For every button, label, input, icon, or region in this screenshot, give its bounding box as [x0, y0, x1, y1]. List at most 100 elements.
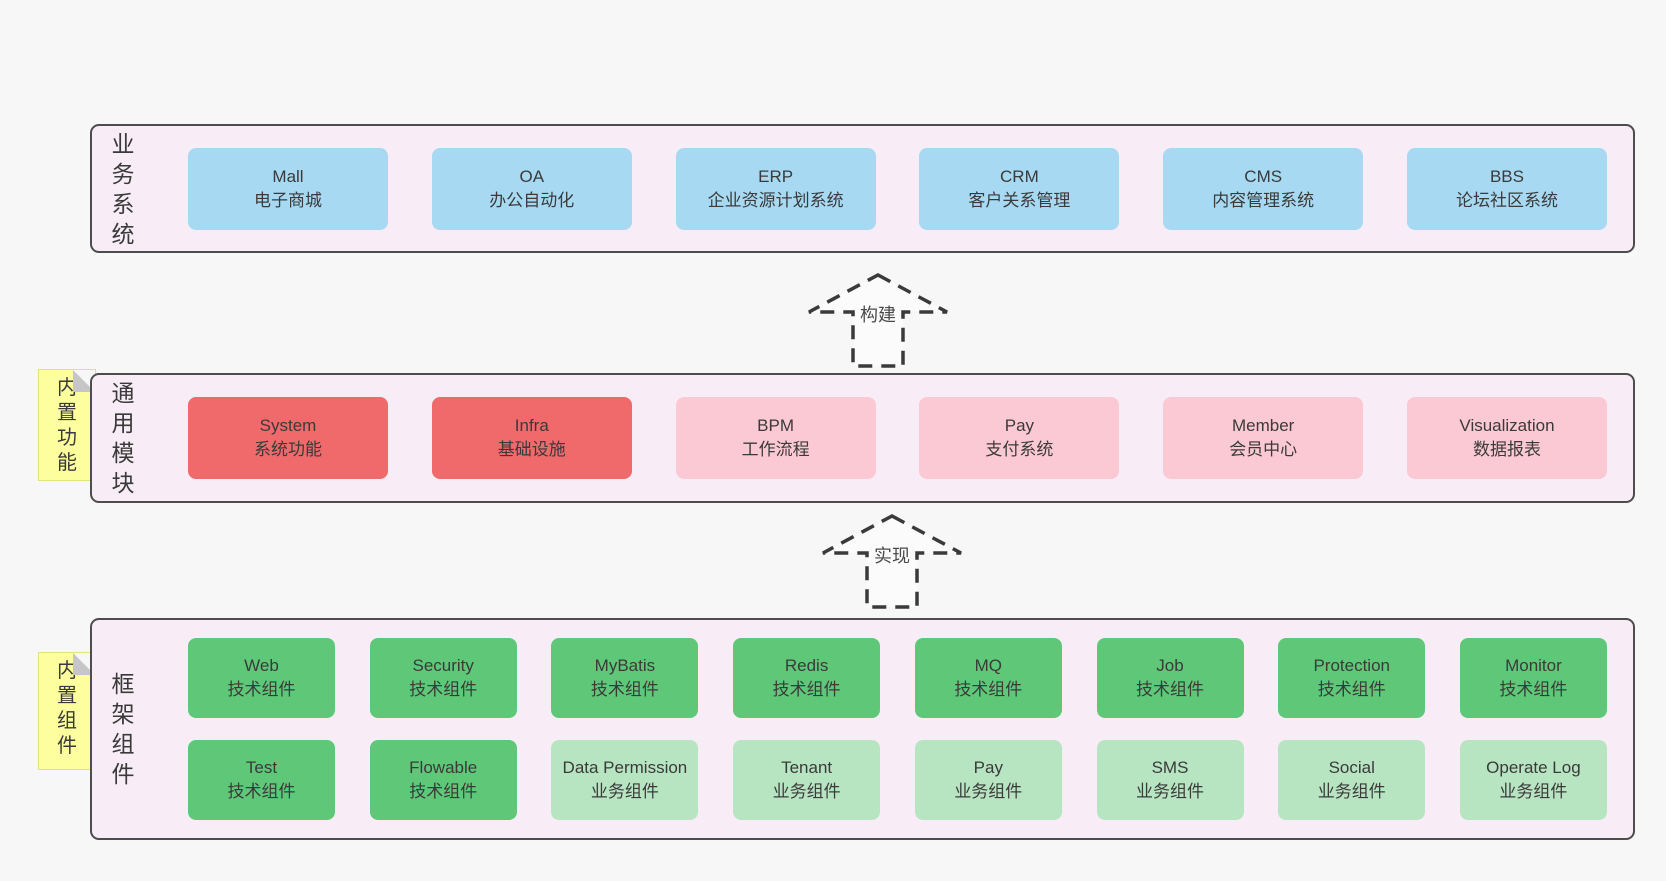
box-desc: 支付系统: [985, 440, 1054, 459]
box-mall: Mall 电子商城: [188, 147, 388, 230]
box-name: Pay: [973, 758, 1003, 777]
box-infra: Infra 基础设施: [431, 397, 632, 479]
box-mybatis: MyBatis 技术组件: [551, 638, 699, 718]
box-name: Job: [1156, 656, 1184, 675]
box-name: Monitor: [1505, 656, 1562, 675]
box-oa: OA 办公自动化: [431, 147, 632, 230]
box-erp: ERP 企业资源计划系统: [675, 147, 876, 230]
box-desc: 技术组件: [227, 680, 296, 699]
box-member: Member 会员中心: [1163, 397, 1364, 479]
box-security: Security 技术组件: [369, 638, 517, 718]
box-pay-component: Pay 业务组件: [914, 740, 1062, 820]
layer-label-business: 业务系统: [111, 130, 135, 247]
box-desc: 技术组件: [227, 782, 296, 801]
box-desc: 技术组件: [1499, 680, 1568, 699]
box-data-permission: Data Permission 业务组件: [551, 740, 699, 820]
box-name: Data Permission: [562, 758, 688, 777]
box-pay-system: Pay 支付系统: [919, 397, 1120, 479]
box-name: CRM: [1000, 166, 1039, 186]
box-name: Operate Log: [1486, 758, 1581, 777]
box-name: Tenant: [781, 758, 833, 777]
box-name: Social: [1328, 758, 1375, 777]
box-desc: 会员中心: [1229, 440, 1298, 459]
box-desc: 技术组件: [772, 680, 841, 699]
box-desc: 客户关系管理: [968, 190, 1071, 210]
box-system: System 系统功能: [188, 397, 388, 479]
box-name: Test: [245, 758, 278, 777]
box-desc: 系统功能: [254, 440, 322, 459]
box-desc: 电子商城: [254, 190, 322, 210]
folded-corner-icon: [73, 370, 95, 392]
box-cms: CMS 内容管理系统: [1163, 147, 1364, 230]
box-social: Social 业务组件: [1278, 740, 1426, 820]
layer-label-modules: 通用模块: [111, 380, 135, 496]
box-bpm: BPM 工作流程: [675, 397, 876, 479]
box-mq: MQ 技术组件: [914, 638, 1062, 718]
box-bbs: BBS 论坛社区系统: [1406, 147, 1607, 230]
box-desc: 业务组件: [954, 782, 1023, 801]
box-desc: 技术组件: [409, 782, 478, 801]
box-name: Visualization: [1459, 416, 1555, 435]
box-desc: 论坛社区系统: [1455, 190, 1558, 210]
box-desc: 技术组件: [590, 680, 659, 699]
box-desc: 业务组件: [1136, 782, 1205, 801]
arrow-build-label: 构建: [856, 300, 900, 328]
box-name: Flowable: [409, 758, 478, 777]
box-name: ERP: [758, 166, 794, 186]
box-name: MQ: [974, 656, 1002, 675]
box-desc: 内容管理系统: [1212, 190, 1315, 210]
box-flowable: Flowable 技术组件: [369, 740, 517, 820]
layer-label-components: 框架组件: [111, 671, 135, 787]
box-name: MyBatis: [594, 656, 656, 675]
box-desc: 业务组件: [1317, 782, 1386, 801]
box-name: Pay: [1004, 416, 1035, 435]
sticky-note-text: 内置功能: [57, 377, 77, 474]
box-desc: 业务组件: [772, 782, 841, 801]
box-name: BBS: [1489, 166, 1524, 186]
box-job: Job 技术组件: [1096, 638, 1244, 718]
box-desc: 业务组件: [590, 782, 659, 801]
layer-business-systems: 业务系统 Mall 电子商城 OA 办公自动化 ERP 企业资源计划系统 CRM…: [90, 124, 1635, 253]
folded-corner-icon: [73, 653, 95, 675]
sticky-note-builtin-features: 内置功能: [38, 369, 96, 481]
box-web: Web 技术组件: [188, 638, 335, 718]
box-test: Test 技术组件: [188, 740, 335, 820]
box-name: Web: [244, 656, 279, 675]
box-desc: 企业资源计划系统: [707, 190, 844, 210]
components-rows: Web 技术组件 Security 技术组件 MyBatis 技术组件 Redi…: [188, 638, 1607, 820]
box-redis: Redis 技术组件: [733, 638, 881, 718]
box-name: Member: [1232, 416, 1295, 435]
box-desc: 业务组件: [1499, 782, 1568, 801]
box-name: Infra: [514, 416, 549, 435]
box-desc: 数据报表: [1472, 440, 1541, 459]
layer-common-modules: 通用模块 System 系统功能 Infra 基础设施 BPM 工作流程 Pay…: [90, 373, 1635, 503]
modules-box-row: System 系统功能 Infra 基础设施 BPM 工作流程 Pay 支付系统…: [188, 397, 1607, 479]
box-visualization: Visualization 数据报表: [1406, 397, 1607, 479]
box-monitor: Monitor 技术组件: [1459, 638, 1607, 718]
components-row-1: Web 技术组件 Security 技术组件 MyBatis 技术组件 Redi…: [188, 638, 1607, 718]
box-name: CMS: [1244, 166, 1283, 186]
box-desc: 技术组件: [954, 680, 1023, 699]
box-desc: 基础设施: [497, 440, 566, 459]
business-box-row: Mall 电子商城 OA 办公自动化 ERP 企业资源计划系统 CRM 客户关系…: [188, 147, 1607, 230]
components-row-2: Test 技术组件 Flowable 技术组件 Data Permission …: [188, 740, 1607, 820]
box-desc: 技术组件: [409, 680, 478, 699]
arrow-implement-label: 实现: [870, 541, 914, 569]
box-protection: Protection 技术组件: [1278, 638, 1426, 718]
box-desc: 工作流程: [741, 440, 810, 459]
box-tenant: Tenant 业务组件: [733, 740, 881, 820]
box-desc: 技术组件: [1317, 680, 1386, 699]
arrow-build: 构建: [806, 272, 950, 370]
box-name: BPM: [757, 416, 795, 435]
box-name: Security: [412, 656, 474, 675]
box-desc: 技术组件: [1136, 680, 1205, 699]
box-sms: SMS 业务组件: [1096, 740, 1244, 820]
box-desc: 办公自动化: [489, 190, 575, 210]
sticky-note-builtin-components: 内置组件: [38, 652, 96, 770]
box-name: Redis: [784, 656, 829, 675]
sticky-note-text: 内置组件: [57, 660, 77, 757]
box-operate-log: Operate Log 业务组件: [1459, 740, 1607, 820]
layer-framework-components: 框架组件 Web 技术组件 Security 技术组件 MyBatis 技术组件…: [90, 618, 1635, 840]
box-name: SMS: [1151, 758, 1189, 777]
